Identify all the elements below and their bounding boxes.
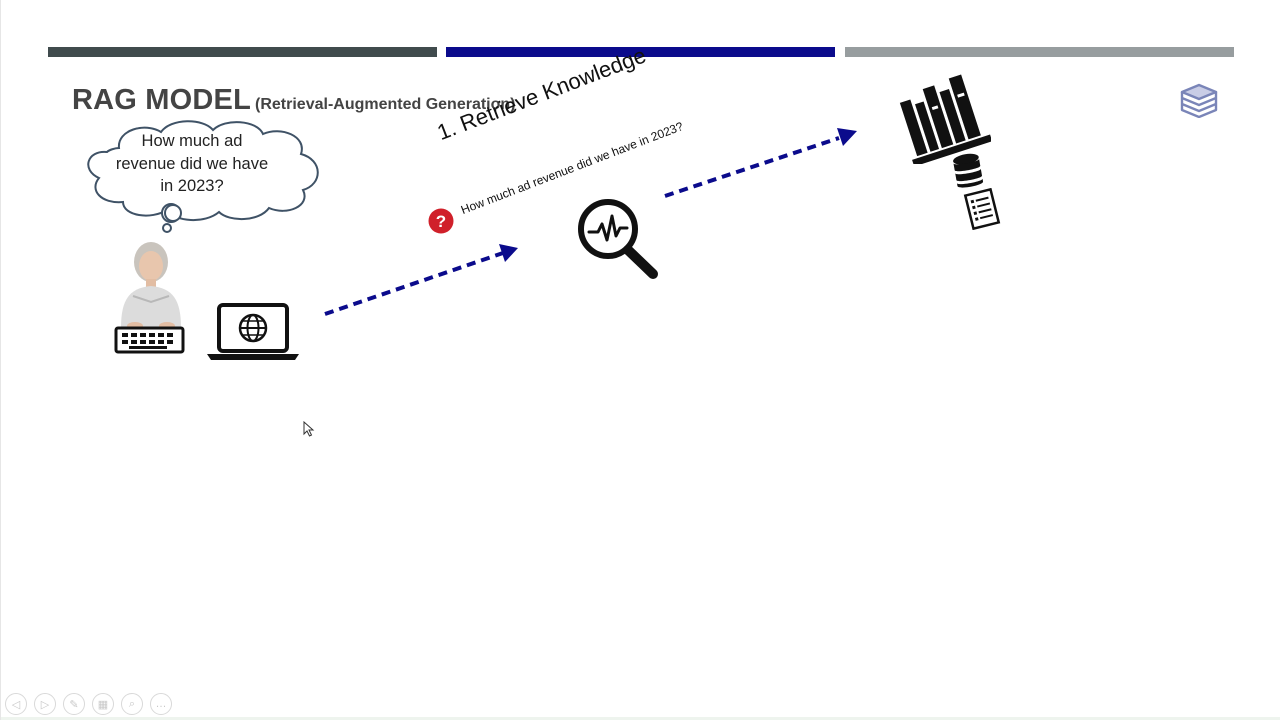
arrow-to-knowledge — [664, 128, 857, 198]
title-subtitle: (Retrieval-Augmented Generation) — [255, 96, 516, 113]
zoom-button[interactable]: ⌕ — [121, 693, 143, 715]
slides-button[interactable]: ▦ — [92, 693, 114, 715]
next-button[interactable]: ▷ — [34, 693, 56, 715]
bottom-divider — [1, 717, 1280, 720]
laptop-globe-icon — [207, 303, 299, 360]
title-main: RAG MODEL — [72, 84, 252, 116]
thought-text: How much ad revenue did we have in 2023? — [115, 132, 269, 195]
bar-segment-1 — [48, 47, 437, 57]
svg-text:?: ? — [436, 212, 446, 231]
previous-button[interactable]: ◁ — [5, 693, 27, 715]
question-mark-icon: ? — [428, 208, 454, 234]
database-icon — [953, 153, 984, 188]
mouse-cursor — [303, 421, 315, 437]
bar-segment-2 — [446, 47, 835, 57]
document-list-icon — [963, 188, 1001, 230]
search-analytics-icon — [578, 199, 658, 279]
arrow-to-retrieve — [324, 244, 518, 316]
bookshelf-icon — [899, 74, 991, 164]
slide-title: RAG MODEL(Retrieval-Augmented Generation… — [72, 84, 516, 117]
pen-button[interactable]: ✎ — [63, 693, 85, 715]
book-stack-icon — [1180, 83, 1218, 118]
more-button[interactable]: … — [150, 693, 172, 715]
thought-bubble-dots — [162, 204, 182, 233]
person-typing-image — [114, 242, 185, 354]
bar-segment-3 — [845, 47, 1234, 57]
player-toolbar: ◁ ▷ ✎ ▦ ⌕ … — [5, 693, 172, 715]
